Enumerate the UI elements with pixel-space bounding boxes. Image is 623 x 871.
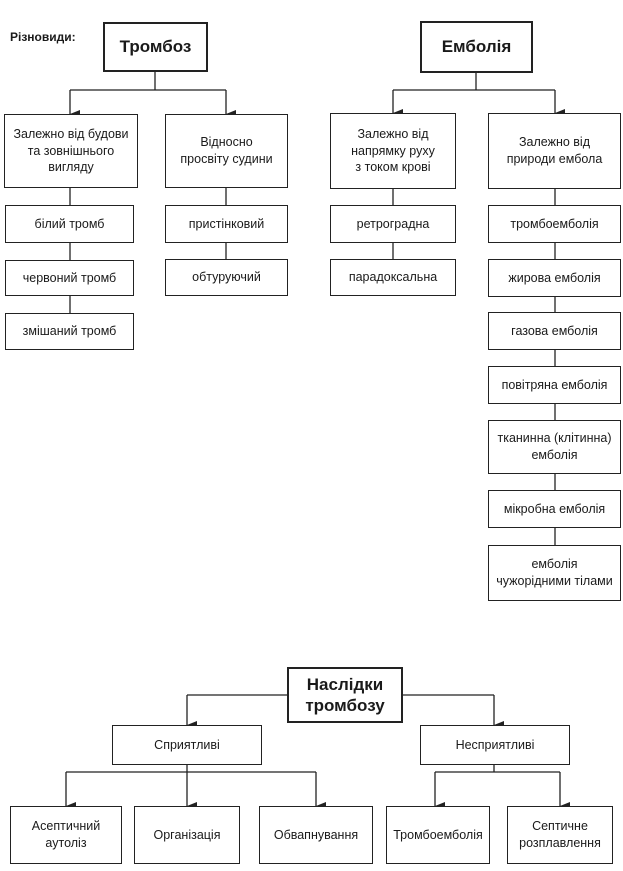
embolism-nature-group: Залежно від природи ембола [488,113,621,189]
embolism-type-fat: жирова емболія [488,259,621,297]
section-label: Різновиди: [10,30,76,44]
outcome-calcification: Обвапнування [259,806,373,864]
outcome-thromboembolism: Тромбоемболія [386,806,490,864]
embolism-type-retrograde: ретроградна [330,205,456,243]
outcome-septic-melting: Септичне розплавлення [507,806,613,864]
thrombosis-type-mixed: змішаний тромб [5,313,134,350]
embolism-type-foreign-body: емболія чужорідними тілами [488,545,621,601]
consequences-title: Наслідки тромбозу [287,667,403,723]
favorable-outcomes-group: Сприятливі [112,725,262,765]
outcome-organization: Організація [134,806,240,864]
thrombosis-type-red: червоний тромб [5,260,134,296]
embolism-title: Емболія [420,21,533,73]
thrombosis-type-parietal: пристінковий [165,205,288,243]
thrombosis-type-obturating: обтуруючий [165,259,288,296]
embolism-type-microbial: мікробна емболія [488,490,621,528]
embolism-type-tissue: тканинна (клітинна) емболія [488,420,621,474]
unfavorable-outcomes-group: Несприятливі [420,725,570,765]
thrombosis-title: Тромбоз [103,22,208,72]
embolism-type-air: повітряна емболія [488,366,621,404]
embolism-type-paradoxical: парадоксальна [330,259,456,296]
thrombosis-type-white: білий тромб [5,205,134,243]
embolism-type-gas: газова емболія [488,312,621,350]
embolism-direction-group: Залежно від напрямку руху з током крові [330,113,456,189]
outcome-aseptic-autolysis: Асептичний аутоліз [10,806,122,864]
embolism-type-thrombo: тромбоемболія [488,205,621,243]
thrombosis-lumen-group: Відносно просвіту судини [165,114,288,188]
thrombosis-structure-group: Залежно від будови та зовнішнього вигляд… [4,114,138,188]
